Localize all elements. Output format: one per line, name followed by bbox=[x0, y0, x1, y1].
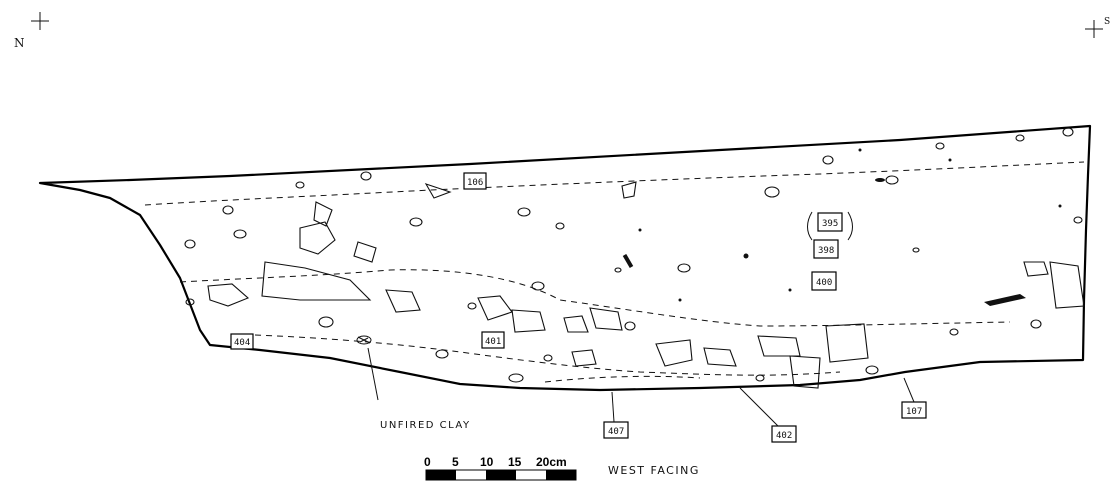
north-label: N bbox=[14, 36, 25, 50]
context-label: 106 bbox=[467, 178, 483, 188]
scale-tick-label: 10 bbox=[480, 455, 494, 469]
context-label: 107 bbox=[906, 407, 922, 417]
context-box: 402 bbox=[771, 425, 797, 443]
unfired-clay-label: UNFIRED CLAY bbox=[380, 420, 471, 431]
context-box: 107 bbox=[901, 401, 927, 419]
context-label: 400 bbox=[816, 278, 832, 288]
context-box: 400 bbox=[811, 271, 837, 291]
leader-lines bbox=[367, 347, 915, 427]
layer-boundaries bbox=[144, 161, 1085, 383]
north-arrow-icon: N bbox=[14, 12, 49, 50]
context-box: 106 bbox=[463, 172, 487, 190]
context-box: 407 bbox=[603, 421, 629, 439]
context-labels: 395 398 400 401 402 404 106 107 bbox=[230, 172, 927, 443]
scale-tick-label: 0 bbox=[424, 455, 431, 469]
context-box: 404 bbox=[230, 333, 254, 350]
scale-tick-label: 15 bbox=[508, 455, 522, 469]
south-label: S bbox=[1104, 17, 1110, 27]
stone-inclusions bbox=[184, 127, 1085, 389]
context-label: 404 bbox=[234, 338, 250, 348]
scale-bar: 0 5 10 15 20cm bbox=[424, 455, 577, 481]
context-box: 398 bbox=[813, 239, 839, 259]
section-outline bbox=[38, 124, 1092, 392]
scale-tick-label: 20cm bbox=[536, 455, 567, 469]
context-box: 401 bbox=[481, 331, 505, 349]
context-label: 402 bbox=[776, 431, 792, 441]
context-label: 401 bbox=[485, 337, 501, 347]
context-box: 395 bbox=[817, 212, 843, 232]
context-label: 407 bbox=[608, 427, 624, 437]
context-label: 395 bbox=[822, 219, 838, 229]
scale-tick-label: 5 bbox=[452, 455, 459, 469]
charcoal-inclusions bbox=[356, 148, 1062, 345]
context-label: 398 bbox=[818, 246, 834, 256]
south-marker-icon: S bbox=[1085, 17, 1110, 38]
facing-label: WEST FACING bbox=[608, 464, 700, 477]
